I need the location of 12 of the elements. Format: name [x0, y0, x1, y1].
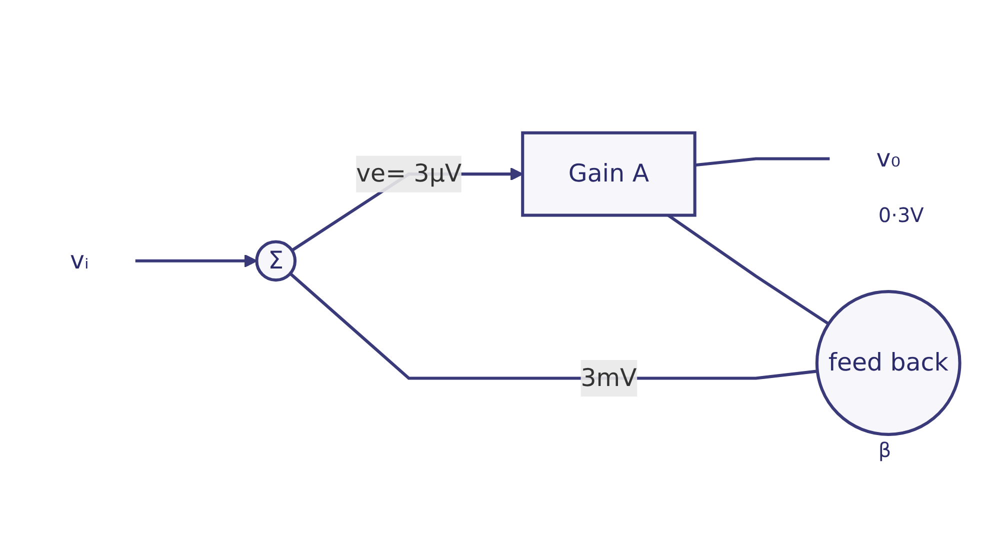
annotation-text: β	[878, 438, 892, 462]
node-text: vᵢ	[70, 245, 89, 274]
edge-label: 3mV	[580, 362, 637, 392]
node-text: v₀	[876, 143, 900, 172]
node-circle: Σ	[255, 240, 297, 282]
node-box: Gain A	[521, 130, 696, 216]
edge-label: ve= 3µV	[356, 158, 462, 188]
connector	[289, 272, 818, 380]
connector	[694, 156, 830, 166]
arrow	[134, 254, 258, 268]
node-circle: feed back	[815, 290, 962, 436]
annotation-text: 0·3V	[878, 203, 924, 228]
